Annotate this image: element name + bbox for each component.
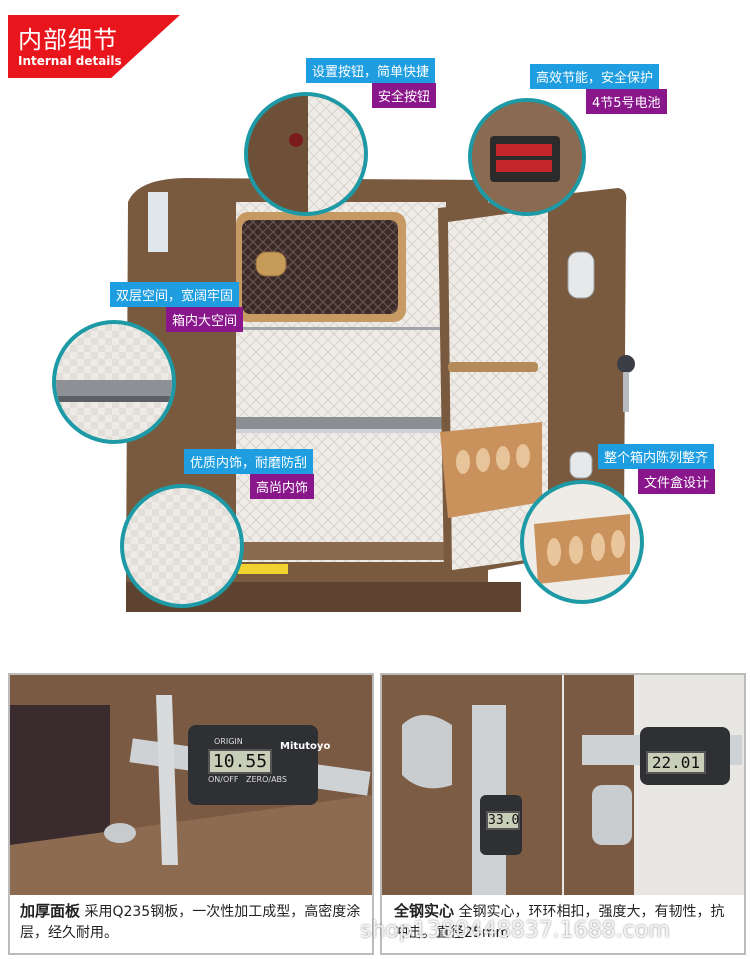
caliper-right-display: 22.01 bbox=[646, 751, 706, 774]
zoom-interior-lining bbox=[120, 484, 244, 608]
caliper-onoff-label: ON/OFF bbox=[208, 775, 239, 784]
callout-3-purple: 箱内大空间 bbox=[166, 307, 244, 332]
header-subtitle: Internal details bbox=[18, 54, 122, 68]
zoom-file-box bbox=[520, 480, 644, 604]
callout-2-purple: 4节5号电池 bbox=[586, 89, 667, 114]
caption-right-bold: 全钢实心 bbox=[394, 902, 455, 920]
caption-left-text: 采用Q235钢板，一次性加工成型，高密度涂层，经久耐用。 bbox=[20, 904, 361, 941]
callout-3-blue: 双层空间，宽阔牢固 bbox=[110, 282, 240, 307]
caption-right: 全钢实心 全钢实心，环环相扣，强度大，有韧性，抗冲击。直径25mm bbox=[394, 901, 738, 944]
panel-thick-plate: 10.55 Mitutoyo ORIGIN ON/OFF ZERO/ABS 加厚… bbox=[8, 673, 374, 955]
panel-solid-steel: 33.0 22.01 全钢实心 全钢实心，环环相扣，强度大，有韧性，抗冲击。直径… bbox=[380, 673, 746, 955]
callout-1-blue: 设置按钮，简单快捷 bbox=[306, 58, 436, 83]
callout-4-blue: 优质内饰，耐磨防刮 bbox=[184, 449, 314, 474]
caliper-photo-right bbox=[382, 675, 744, 895]
caliper-brand: Mitutoyo bbox=[280, 741, 331, 752]
caliper-zero-label: ZERO/ABS bbox=[246, 775, 287, 784]
zoom-battery bbox=[468, 98, 586, 216]
file-box-detail bbox=[534, 514, 630, 584]
caliper-origin-label: ORIGIN bbox=[214, 737, 243, 746]
callout-5-purple: 文件盒设计 bbox=[638, 469, 716, 494]
caliper-mid-display: 33.0 bbox=[486, 811, 520, 830]
security-button-detail bbox=[248, 96, 364, 212]
header-title: 内部细节 bbox=[18, 26, 118, 54]
callout-1-purple: 安全按钮 bbox=[372, 83, 437, 108]
shop-watermark: shop1380448837.1688.com bbox=[360, 918, 670, 943]
zoom-double-layer bbox=[52, 320, 176, 444]
caliper-left-display: 10.55 bbox=[208, 749, 272, 774]
caption-right-text: 全钢实心，环环相扣，强度大，有韧性，抗冲击。直径25mm bbox=[394, 904, 725, 941]
caption-left-bold: 加厚面板 bbox=[20, 902, 81, 920]
zoom-security-button bbox=[244, 92, 368, 216]
shelf-detail bbox=[56, 380, 172, 402]
callout-4-purple: 高尚内饰 bbox=[250, 474, 315, 499]
caliper-photo-left bbox=[10, 675, 372, 895]
callout-2-blue: 高效节能，安全保护 bbox=[530, 64, 660, 89]
caption-left: 加厚面板 采用Q235钢板，一次性加工成型，高密度涂层，经久耐用。 bbox=[20, 901, 366, 944]
callout-5-blue: 整个箱内陈列整齐 bbox=[598, 444, 715, 469]
battery-detail bbox=[472, 102, 582, 212]
